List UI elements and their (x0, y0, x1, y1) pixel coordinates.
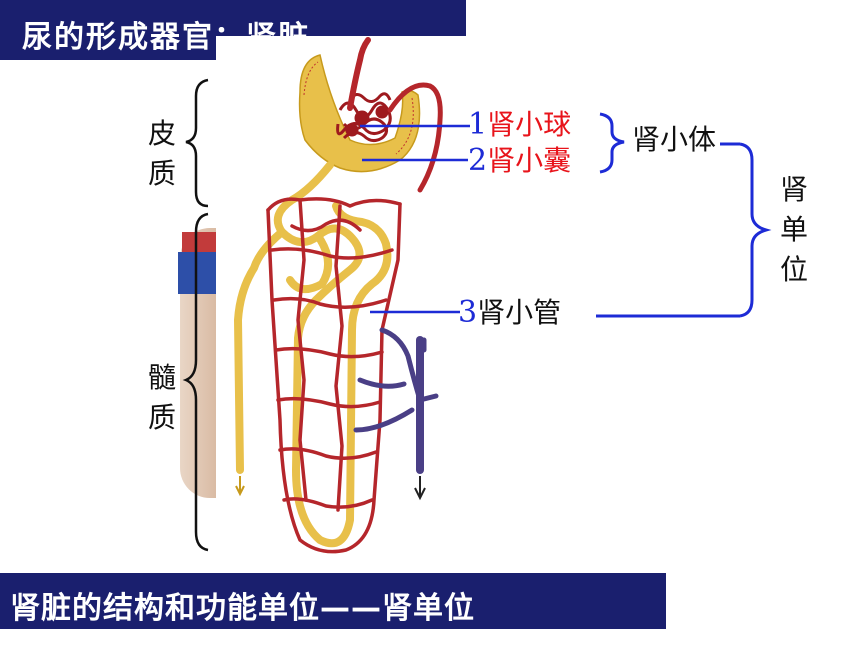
nephron-brace (739, 142, 772, 318)
corpuscle-brace (599, 112, 625, 174)
medulla-brace (182, 212, 209, 552)
capillary-network (266, 197, 402, 554)
urine-flow-arrow (235, 476, 245, 497)
footer-banner: 肾脏的结构和功能单位——肾单位 (0, 573, 666, 629)
cortex-label: 皮质 (146, 114, 178, 194)
part-2-text: 肾小囊 (487, 144, 572, 177)
nephron-group-text: 肾单位 (779, 173, 808, 286)
part-1-text: 肾小球 (487, 108, 572, 141)
vessel-photo-red (182, 232, 216, 252)
cortex-text: 皮质 (147, 117, 176, 190)
part-1-number: 1 (468, 107, 488, 142)
blood-flow-arrow (414, 476, 426, 501)
afferent-arteriole (347, 37, 371, 111)
part-1-label: 1肾小球 (468, 110, 571, 140)
nephron-group-label: 肾单位 (778, 170, 810, 290)
medulla-text: 髓质 (147, 361, 176, 434)
glomerulus (336, 92, 392, 143)
part-3-label: 3肾小管 (458, 298, 561, 328)
medulla-label: 髓质 (146, 358, 178, 438)
renal-corpuscle-label: 肾小体 (632, 123, 717, 156)
part-2-label: 2肾小囊 (468, 146, 571, 176)
part-3-number: 3 (458, 295, 478, 330)
part-3-text: 肾小管 (477, 296, 562, 329)
cortex-brace (185, 78, 209, 208)
footer-text: 肾脏的结构和功能单位——肾单位 (10, 591, 475, 626)
part-2-number: 2 (468, 143, 488, 178)
